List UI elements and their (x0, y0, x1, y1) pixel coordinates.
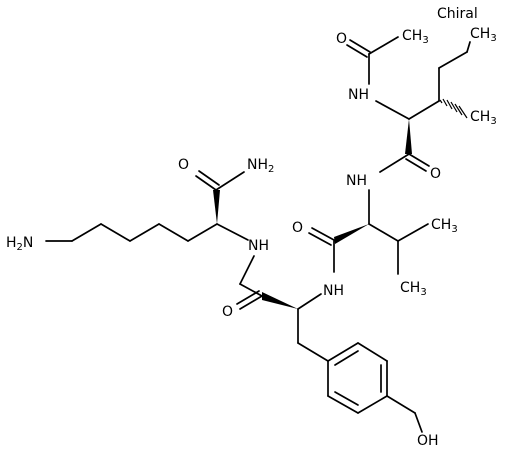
lys-co-n-bond (239, 255, 255, 285)
lys-ca-cb-bond (187, 223, 218, 242)
ile-ethyl-methyl-label: CH3 (470, 26, 497, 44)
tyr-carbonyl-o-label: O (222, 304, 233, 320)
val-ca-cb-bond (368, 223, 399, 242)
lys-amide-nh2-label: NH2 (247, 157, 274, 175)
ile-carbonyl-o-label: O (430, 166, 441, 182)
ile-nh-label: NH (348, 87, 369, 103)
ile-ca-cb-bond (408, 100, 440, 120)
lys-cb-cg-bond (158, 223, 189, 242)
val-methyl-top-label: CH3 (431, 217, 458, 235)
tyr-ca-wedge-bond (262, 292, 298, 309)
lys-terminal-amine-label: H2N (6, 235, 33, 253)
val-ca-wedge-bond (334, 224, 369, 244)
val-nh-label: NH (346, 173, 367, 189)
ile-methyl-label: CH3 (470, 109, 497, 127)
tyr-co-bond-a (239, 295, 263, 310)
acetyl-methyl-label: CH3 (402, 28, 429, 46)
ile-cg-cd-bond (438, 51, 468, 69)
ile-ca-wedge-bond (405, 119, 412, 154)
tyr-co-c-bond (239, 283, 263, 297)
lys-amide-co-bond-b (198, 170, 220, 186)
val-carbonyl-o-label: O (292, 220, 303, 236)
acetyl-co-bond-b (346, 44, 368, 58)
tyr-hydroxyl-label: OH (417, 433, 439, 449)
tyr-n-ca-bond (297, 293, 322, 310)
tyr-hydroxyl-bond (414, 412, 423, 433)
lys-ca-wedge-bond (213, 190, 220, 224)
lys-amide-o-label: O (178, 157, 189, 173)
val-methyl-bottom-label: CH3 (400, 280, 427, 298)
tyr-co-bond-b (236, 290, 260, 305)
ile-co-bond-b (405, 158, 427, 172)
tyr-ring-o-bond (386, 395, 416, 414)
val-cb-cg1-bond (397, 223, 429, 242)
acetyl-co-bond-a (349, 39, 371, 53)
val-co-bond-a (311, 227, 335, 241)
lys-amide-n-bond (215, 171, 245, 191)
tyr-benzene-ring (327, 342, 388, 414)
val-co-bond-b (308, 232, 332, 246)
lys-cd-ce-bond (100, 223, 131, 242)
acetyl-oxygen-label: O (336, 31, 347, 47)
ile-co-bond-a (408, 153, 430, 167)
lys-n-ca-bond (216, 223, 249, 241)
acetyl-methyl-bond (368, 36, 399, 55)
lys-amide-co-bond-a (195, 175, 217, 191)
ile-c-n-bond (379, 153, 410, 173)
lys-cg-cd-bond (129, 223, 160, 242)
ile-n-ca-bond (375, 100, 410, 120)
tyr-nh-label: NH (323, 283, 344, 299)
lys-ce-cz-bond (71, 223, 102, 242)
tyr-cb-ring-bond (297, 342, 329, 362)
lys-nh-label: NH (248, 238, 269, 254)
ile-ethyl-to-label (466, 41, 471, 53)
ile-methyl-hash-bond (439, 98, 468, 119)
chiral-flag-label: Chiral (437, 6, 478, 22)
